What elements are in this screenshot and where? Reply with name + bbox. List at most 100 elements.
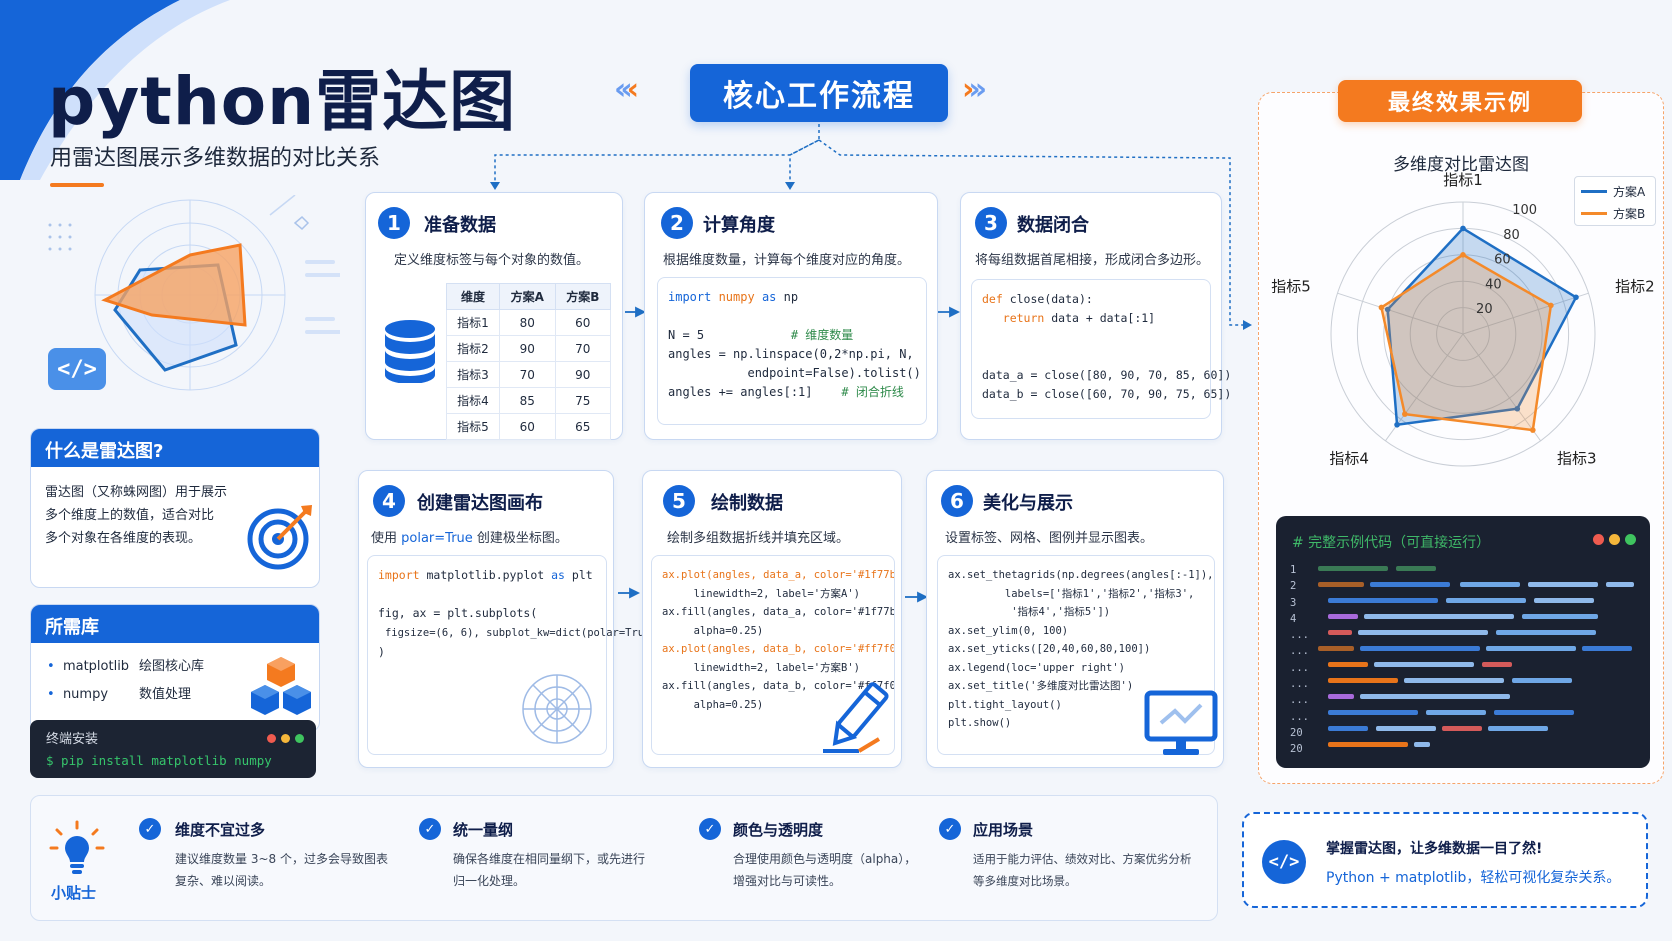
step-title: 创建雷达图画布 <box>417 493 543 514</box>
radar-point <box>1460 252 1466 258</box>
step-card-6: 6 美化与展示 设置标签、网格、图例并显示图表。 ax.set_thetagri… <box>926 470 1224 768</box>
flow-title: 核心工作流程 <box>690 64 948 122</box>
line-number: ... <box>1290 629 1309 642</box>
table-header: 维度 <box>446 283 500 310</box>
code-block-2: import numpy as np N = 5 # 维度数量 angles =… <box>657 277 927 425</box>
polar-grid-icon <box>522 674 592 744</box>
summary-box: </> 掌握雷达图，让多维数据一目了然! Python + matplotlib… <box>1242 812 1648 908</box>
line-number: ... <box>1290 661 1309 674</box>
step-card-3: 3 数据闭合 将每组数据首尾相接，形成闭合多边形。 def close(data… <box>960 192 1231 440</box>
radar-tick-label: 40 <box>1485 277 1502 292</box>
step-desc: 根据维度数量，计算每个维度对应的角度。 <box>663 253 911 268</box>
title-underline <box>50 183 104 187</box>
radar-tick-label: 100 <box>1512 203 1537 218</box>
intro-title: 什么是雷达图? <box>31 429 319 467</box>
summary-line-2: Python + matplotlib，轻松可视化复杂关系。 <box>1326 870 1621 886</box>
step-card-2: 2 计算角度 根据维度数量，计算每个维度对应的角度。 import numpy … <box>644 192 938 440</box>
line-number: 20 <box>1290 726 1303 739</box>
step-title: 数据闭合 <box>1017 215 1089 236</box>
radar-tick-label: 60 <box>1494 253 1511 268</box>
step-desc: 定义维度标签与每个对象的数值。 <box>394 253 590 268</box>
radar-spoke <box>1462 292 1589 335</box>
monitor-icon <box>1144 690 1218 755</box>
radar-point <box>1460 225 1466 232</box>
terminal-title: 终端安装 <box>46 732 99 747</box>
table-header: 方案B <box>554 283 612 310</box>
terminal-panel: 终端安装 $ pip install matplotlib numpy <box>30 720 316 778</box>
page-subtitle: 用雷达图展示多维数据的对比关系 <box>50 146 381 171</box>
radar-series-b <box>1379 253 1553 432</box>
check-icon: ✓ <box>419 818 441 840</box>
chevron-left-icon: ‹‹‹ <box>614 72 639 107</box>
chart-title: 多维度对比雷达图 <box>1393 155 1529 175</box>
check-icon: ✓ <box>699 818 721 840</box>
window-controls <box>1588 530 1636 549</box>
table-header: 方案A <box>498 283 556 310</box>
database-icon <box>385 320 435 383</box>
intro-line: 多个对象在各维度的表现。 <box>45 531 202 546</box>
radar-illustration <box>48 195 340 391</box>
line-number: 2 <box>1290 580 1297 593</box>
step-desc: 设置标签、网格、图例并显示图表。 <box>945 531 1154 546</box>
line-number: 1 <box>1290 564 1297 576</box>
tips-panel: 小贴士 ✓ 维度不宜过多 建议维度数量 3~8 个，过多会导致图表复杂、难以阅读… <box>30 795 1218 921</box>
radar-point <box>1530 427 1536 433</box>
line-number: 20 <box>1290 743 1303 756</box>
step-title: 美化与展示 <box>983 493 1073 514</box>
step-card-4: 4 创建雷达图画布 使用 polar=True 创建极坐标图。 import m… <box>358 470 657 768</box>
radar-spoke <box>1462 333 1541 442</box>
step-title: 绘制数据 <box>711 493 783 514</box>
step-number: 6 <box>941 485 973 517</box>
target-icon <box>247 505 312 570</box>
lightbulb-icon <box>49 820 105 874</box>
terminal-command[interactable]: $ pip install matplotlib numpy <box>46 753 272 768</box>
code-block-4: import matplotlib.pyplot as plt fig, ax … <box>367 555 657 755</box>
step-desc: 绘制多组数据折线并填充区域。 <box>667 531 850 546</box>
radar-axis-label: 指标1 <box>1443 172 1483 189</box>
legend-item-b: 方案B <box>1581 205 1645 222</box>
step-number: 4 <box>373 485 405 517</box>
line-number: ... <box>1290 678 1309 691</box>
step-number: 1 <box>378 207 410 239</box>
step-number: 2 <box>661 207 693 239</box>
step-desc: 使用 polar=True 创建极坐标图。 <box>371 531 568 546</box>
radar-point <box>1394 421 1400 428</box>
step-number: 5 <box>663 485 695 517</box>
line-number: ... <box>1290 645 1309 658</box>
code-badge-icon: </> <box>48 348 106 390</box>
line-number: ... <box>1290 694 1309 707</box>
result-header: 最终效果示例 <box>1338 80 1582 122</box>
radar-point <box>1378 304 1385 311</box>
step-title: 准备数据 <box>424 215 496 236</box>
code-block-3: def close(data): return data + data[:1] … <box>971 279 1231 419</box>
code-panel-title: # 完整示例代码（可直接运行） <box>1292 535 1491 551</box>
radar-tick-label: 20 <box>1476 302 1493 317</box>
chart-legend: 方案A 方案B <box>1574 176 1656 226</box>
tips-label: 小贴士 <box>51 884 97 902</box>
radar-spoke <box>1337 292 1464 335</box>
radar-axis-label: 指标5 <box>1271 277 1311 295</box>
step-number: 3 <box>975 207 1007 239</box>
radar-point <box>1548 302 1554 309</box>
legend-item-a: 方案A <box>1581 183 1645 200</box>
window-controls <box>262 728 304 747</box>
code-lines-placeholder <box>1318 566 1634 747</box>
radar-point <box>1514 405 1521 412</box>
pencil-icon <box>823 682 889 753</box>
line-number: 4 <box>1290 612 1297 625</box>
line-number: ... <box>1290 710 1309 723</box>
radar-point <box>1384 306 1391 313</box>
summary-line-1: 掌握雷达图，让多维数据一目了然! <box>1326 841 1543 857</box>
radar-point <box>1402 411 1408 417</box>
